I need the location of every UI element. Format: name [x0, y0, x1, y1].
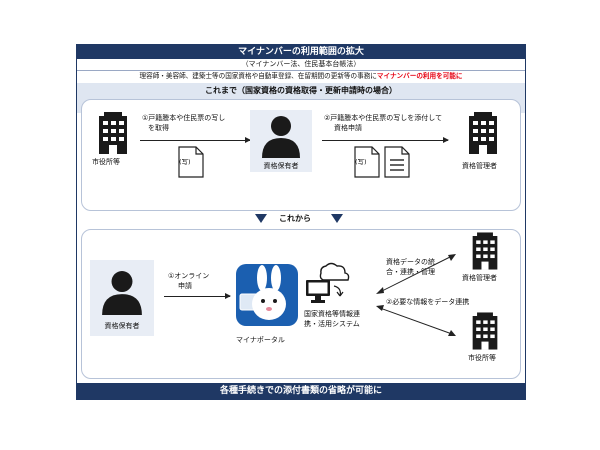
subtitle: （マイナンバー法、住民基本台帳法） [77, 59, 525, 71]
step1-text-line1: ①戸籍謄本や住民票の写し [142, 114, 226, 122]
mynaportal-icon [236, 264, 298, 326]
before-section-title: これまで（国家資格の資格取得・更新申請時の場合） [205, 86, 397, 95]
city-office-building-icon [99, 112, 127, 154]
city-office-label-after: 市役所等 [468, 354, 496, 362]
step2-arrow [322, 137, 449, 143]
step2-text-line1: ②戸籍謄本や住民票の写しを添付して [324, 114, 443, 122]
before-panel: 市役所等 ①戸籍謄本や住民票の写し を取得 (写) 資格保有者 ②戸籍謄本や住民… [81, 99, 521, 211]
down-triangle-left-icon [255, 214, 267, 223]
step1-arrow [140, 137, 251, 143]
online-arrow [164, 293, 231, 299]
holder-label-after: 資格保有者 [104, 322, 140, 330]
cloud-computer-icon [306, 262, 350, 303]
document-icon [384, 146, 410, 178]
transition-label: これから [279, 214, 311, 223]
copy-mark-1: (写) [179, 158, 191, 166]
city-office-label: 市役所等 [92, 158, 120, 166]
online-text-line1: ①オンライン [168, 272, 210, 280]
footer-text: 各種手続きでの添付書類の省略が可能に [219, 386, 382, 396]
mynaportal-label: マイナポータル [236, 336, 285, 344]
manager-building-icon-after [472, 232, 498, 270]
data-management-line1: 資格データの統 [386, 258, 435, 266]
city-office-building-icon-after [472, 312, 498, 350]
title-band: マイナンバーの利用範囲の拡大 [77, 45, 525, 59]
copy-document-icon-2 [354, 146, 380, 178]
person-icon [262, 116, 300, 158]
info-link-label: ②必要な情報をデータ連携 [386, 298, 470, 306]
manager-building-icon [469, 112, 497, 154]
online-text-line2: 申請 [178, 282, 192, 290]
copy-mark-2: (写) [355, 158, 367, 166]
manager-label-after: 資格管理者 [462, 274, 497, 282]
diagram-frame: マイナンバーの利用範囲の拡大 （マイナンバー法、住民基本台帳法） 理容師・美容師… [76, 44, 526, 400]
person-icon-after [102, 271, 142, 316]
description-highlight: マイナンバーの利用を可能に [376, 72, 463, 80]
data-management-line2: 合・連携・管理 [386, 268, 435, 276]
down-triangle-right-icon [331, 214, 343, 223]
double-arrow-manager-icon [376, 254, 456, 294]
description: 理容師・美容師、建築士等の国家資格や自動車登録、在留期間の更新等の事務にマイナン… [77, 71, 525, 82]
diagram-title: マイナンバーの利用範囲の拡大 [238, 47, 364, 57]
description-text: 理容師・美容師、建築士等の国家資格や自動車登録、在留期間の更新等の事務に [139, 72, 377, 80]
copy-document-icon [178, 146, 204, 178]
footer-band: 各種手続きでの添付書類の省略が可能に [77, 383, 525, 399]
step1-text-line2: を取得 [148, 124, 169, 132]
after-panel: 資格保有者 ①オンライン 申請 マイナポータル 国家資格等情報連 [81, 229, 521, 379]
manager-label: 資格管理者 [462, 162, 497, 170]
double-arrow-city-icon [376, 305, 456, 336]
step2-text-line2: 資格申請 [334, 124, 362, 132]
system-label-line2: 携・活用システム [304, 320, 360, 328]
system-label-line1: 国家資格等情報連 [304, 310, 360, 318]
holder-label: 資格保有者 [263, 162, 299, 170]
